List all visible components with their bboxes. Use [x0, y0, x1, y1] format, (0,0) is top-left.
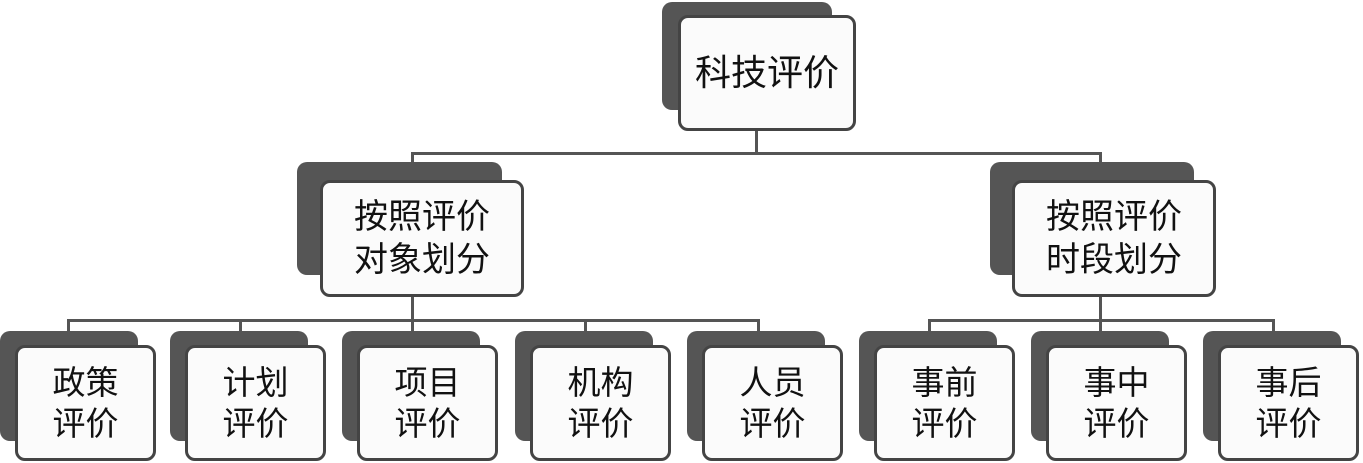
branch-label-line2: 时段划分 [1046, 239, 1182, 280]
connector [1272, 319, 1275, 333]
leaf-node: 事前评价 [874, 345, 1015, 461]
connector [1099, 295, 1102, 321]
leaf-label-line2: 评价 [52, 404, 119, 443]
connector [757, 319, 760, 333]
branch-node-by-period: 按照评价 时段划分 [1012, 180, 1216, 297]
leaf-label-line1: 事前 [911, 362, 978, 402]
leaf-node: 事中评价 [1046, 345, 1187, 461]
connector [411, 152, 1102, 155]
branch-label-line2: 对象划分 [354, 239, 490, 280]
leaf-node: 人员评价 [702, 345, 843, 461]
leaf-label-line1: 机构 [567, 362, 634, 402]
leaf-node: 计划评价 [185, 345, 326, 461]
connector [755, 130, 758, 154]
leaf-node: 事后评价 [1218, 345, 1359, 461]
leaf-label-line1: 计划 [222, 362, 289, 402]
leaf-label-line2: 评价 [1083, 404, 1150, 443]
connector [239, 319, 242, 333]
leaf-node: 机构评价 [530, 345, 671, 461]
branch-label-line1: 按照评价 [354, 197, 490, 237]
leaf-label-line2: 评价 [394, 404, 461, 443]
leaf-label-line1: 人员 [739, 362, 806, 402]
root-node: 科技评价 [678, 15, 856, 131]
leaf-label-line1: 政策 [52, 362, 119, 402]
leaf-label-line1: 事中 [1083, 362, 1150, 402]
branch-node-by-object: 按照评价 对象划分 [320, 180, 524, 297]
connector [411, 295, 414, 321]
leaf-node: 项目评价 [357, 345, 498, 461]
leaf-label-line2: 评价 [222, 404, 289, 443]
leaf-label-line1: 项目 [394, 362, 461, 402]
leaf-label-line2: 评价 [1255, 404, 1322, 443]
connector [584, 319, 587, 333]
leaf-node: 政策评价 [15, 345, 156, 461]
connector [67, 319, 70, 333]
leaf-label-line2: 评价 [911, 404, 978, 443]
connector [928, 319, 931, 333]
leaf-label-line1: 事后 [1255, 362, 1322, 402]
leaf-label-line2: 评价 [567, 404, 634, 443]
connector [1099, 319, 1102, 333]
root-node-label: 科技评价 [694, 52, 839, 94]
branch-label-line1: 按照评价 [1046, 197, 1182, 237]
connector [411, 319, 414, 333]
leaf-label-line2: 评价 [739, 404, 806, 443]
